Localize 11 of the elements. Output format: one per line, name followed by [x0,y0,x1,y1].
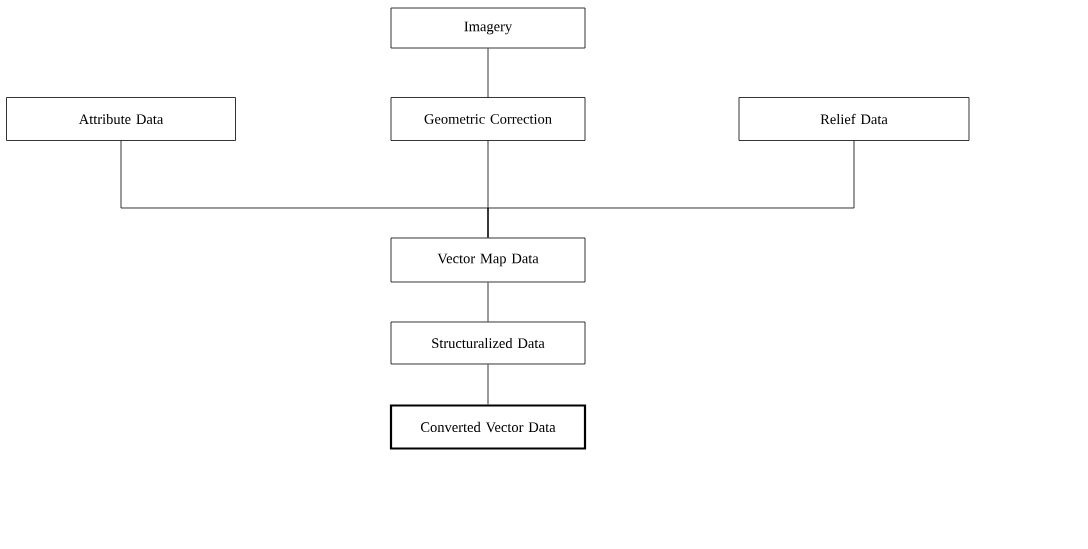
process-box: Vector Map Data [390,237,586,283]
connector-line [487,364,489,405]
connector-line [487,48,489,98]
process-box: Geometric Correction [390,97,586,141]
process-box: Converted Vector Data [389,404,587,450]
connector-line [487,282,489,322]
connector-line [487,140,855,238]
process-box: Imagery [390,7,586,49]
process-box: Relief Data [738,97,970,141]
process-box: Attribute Data [6,97,236,141]
process-box: Structuralized Data [390,321,586,365]
